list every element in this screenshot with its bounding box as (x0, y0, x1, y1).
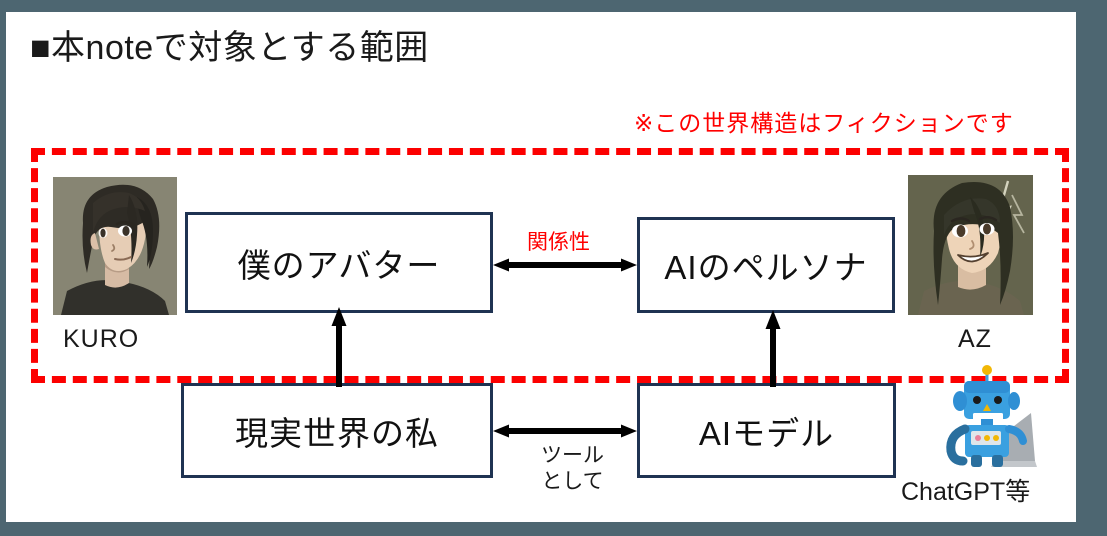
box-ai-persona-label: AIのペルソナ (664, 249, 868, 286)
box-real-world-me[interactable]: 現実世界の私 (181, 383, 493, 478)
slide-frame-bottom (0, 522, 1107, 536)
fiction-disclaimer: ※この世界構造はフィクションです (634, 110, 1014, 136)
arrow-tool-usage-label-line1: ツール (541, 444, 604, 467)
tool-label-chatgpt: ChatGPT等 (901, 478, 1031, 506)
robot-icon (935, 365, 1039, 471)
arrow-real-me-to-avatar (330, 307, 348, 387)
avatar-label-kuro: KURO (63, 325, 140, 353)
box-ai-persona[interactable]: AIのペルソナ (637, 217, 895, 313)
avatar-label-az: AZ (958, 325, 992, 353)
box-real-world-me-label: 現実世界の私 (235, 414, 439, 452)
avatar-portrait-kuro (53, 177, 177, 315)
slide-frame-right (1076, 0, 1107, 536)
slide-title: ■本noteで対象とする範囲 (30, 29, 429, 67)
slide-frame-left (0, 0, 6, 536)
arrow-tool-usage (493, 424, 637, 438)
arrow-tool-usage-label: ツール として (525, 443, 620, 496)
arrow-ai-model-to-persona (764, 310, 782, 387)
arrow-tool-usage-label-line2: として (541, 470, 604, 494)
arrow-relationship (493, 258, 637, 272)
arrow-relationship-label: 関係性 (527, 231, 590, 254)
box-ai-model-label: AIモデル (698, 414, 835, 452)
box-my-avatar[interactable]: 僕のアバター (185, 212, 493, 313)
slide-frame-top (0, 0, 1107, 12)
box-ai-model[interactable]: AIモデル (637, 383, 896, 478)
box-my-avatar-label: 僕のアバター (237, 246, 441, 284)
avatar-portrait-az (908, 175, 1033, 315)
scope-boundary-rectangle (31, 148, 1069, 383)
